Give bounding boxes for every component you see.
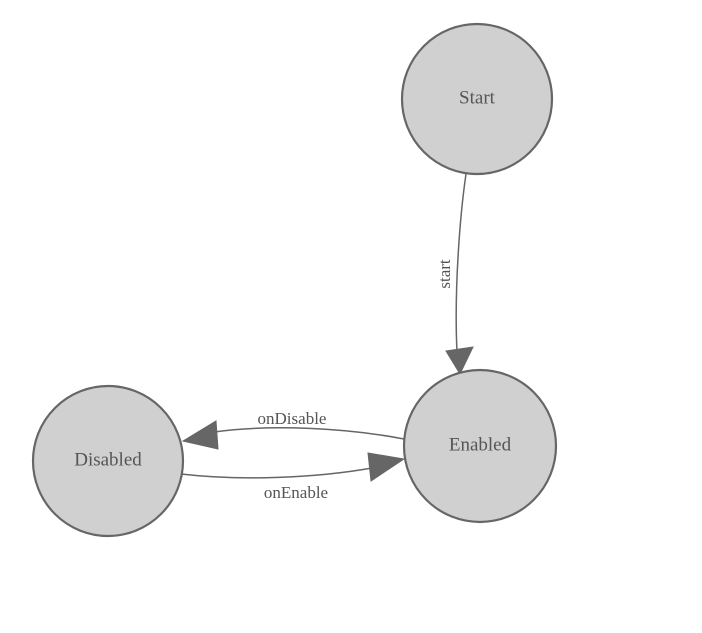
edge-enabled-to-disabled-line xyxy=(213,427,405,440)
node-start-circle xyxy=(400,22,554,176)
edge-start-to-enabled-arrowhead xyxy=(445,346,474,376)
edge-start-to-enabled-line xyxy=(455,173,467,353)
edge-label-on-enable: onEnable xyxy=(264,483,328,502)
node-disabled-circle xyxy=(31,384,185,538)
edge-disabled-to-enabled-arrowhead xyxy=(367,452,406,482)
edge-label-start: start xyxy=(435,259,454,289)
node-start[interactable]: Start xyxy=(400,22,554,176)
edge-enabled-to-disabled[interactable]: onDisable xyxy=(181,409,405,450)
edge-label-on-disable: onDisable xyxy=(258,409,327,428)
node-enabled-circle xyxy=(402,368,558,524)
edge-disabled-to-enabled[interactable]: onEnable xyxy=(180,452,406,502)
node-start-label: Start xyxy=(459,87,496,108)
node-disabled[interactable]: Disabled xyxy=(31,384,185,538)
edge-start-to-enabled[interactable]: start xyxy=(435,173,474,376)
node-disabled-label: Disabled xyxy=(74,449,142,470)
node-enabled-label: Enabled xyxy=(449,434,512,455)
edge-enabled-to-disabled-arrowhead xyxy=(181,420,219,450)
node-enabled[interactable]: Enabled xyxy=(402,368,558,524)
edge-disabled-to-enabled-line xyxy=(180,467,373,479)
